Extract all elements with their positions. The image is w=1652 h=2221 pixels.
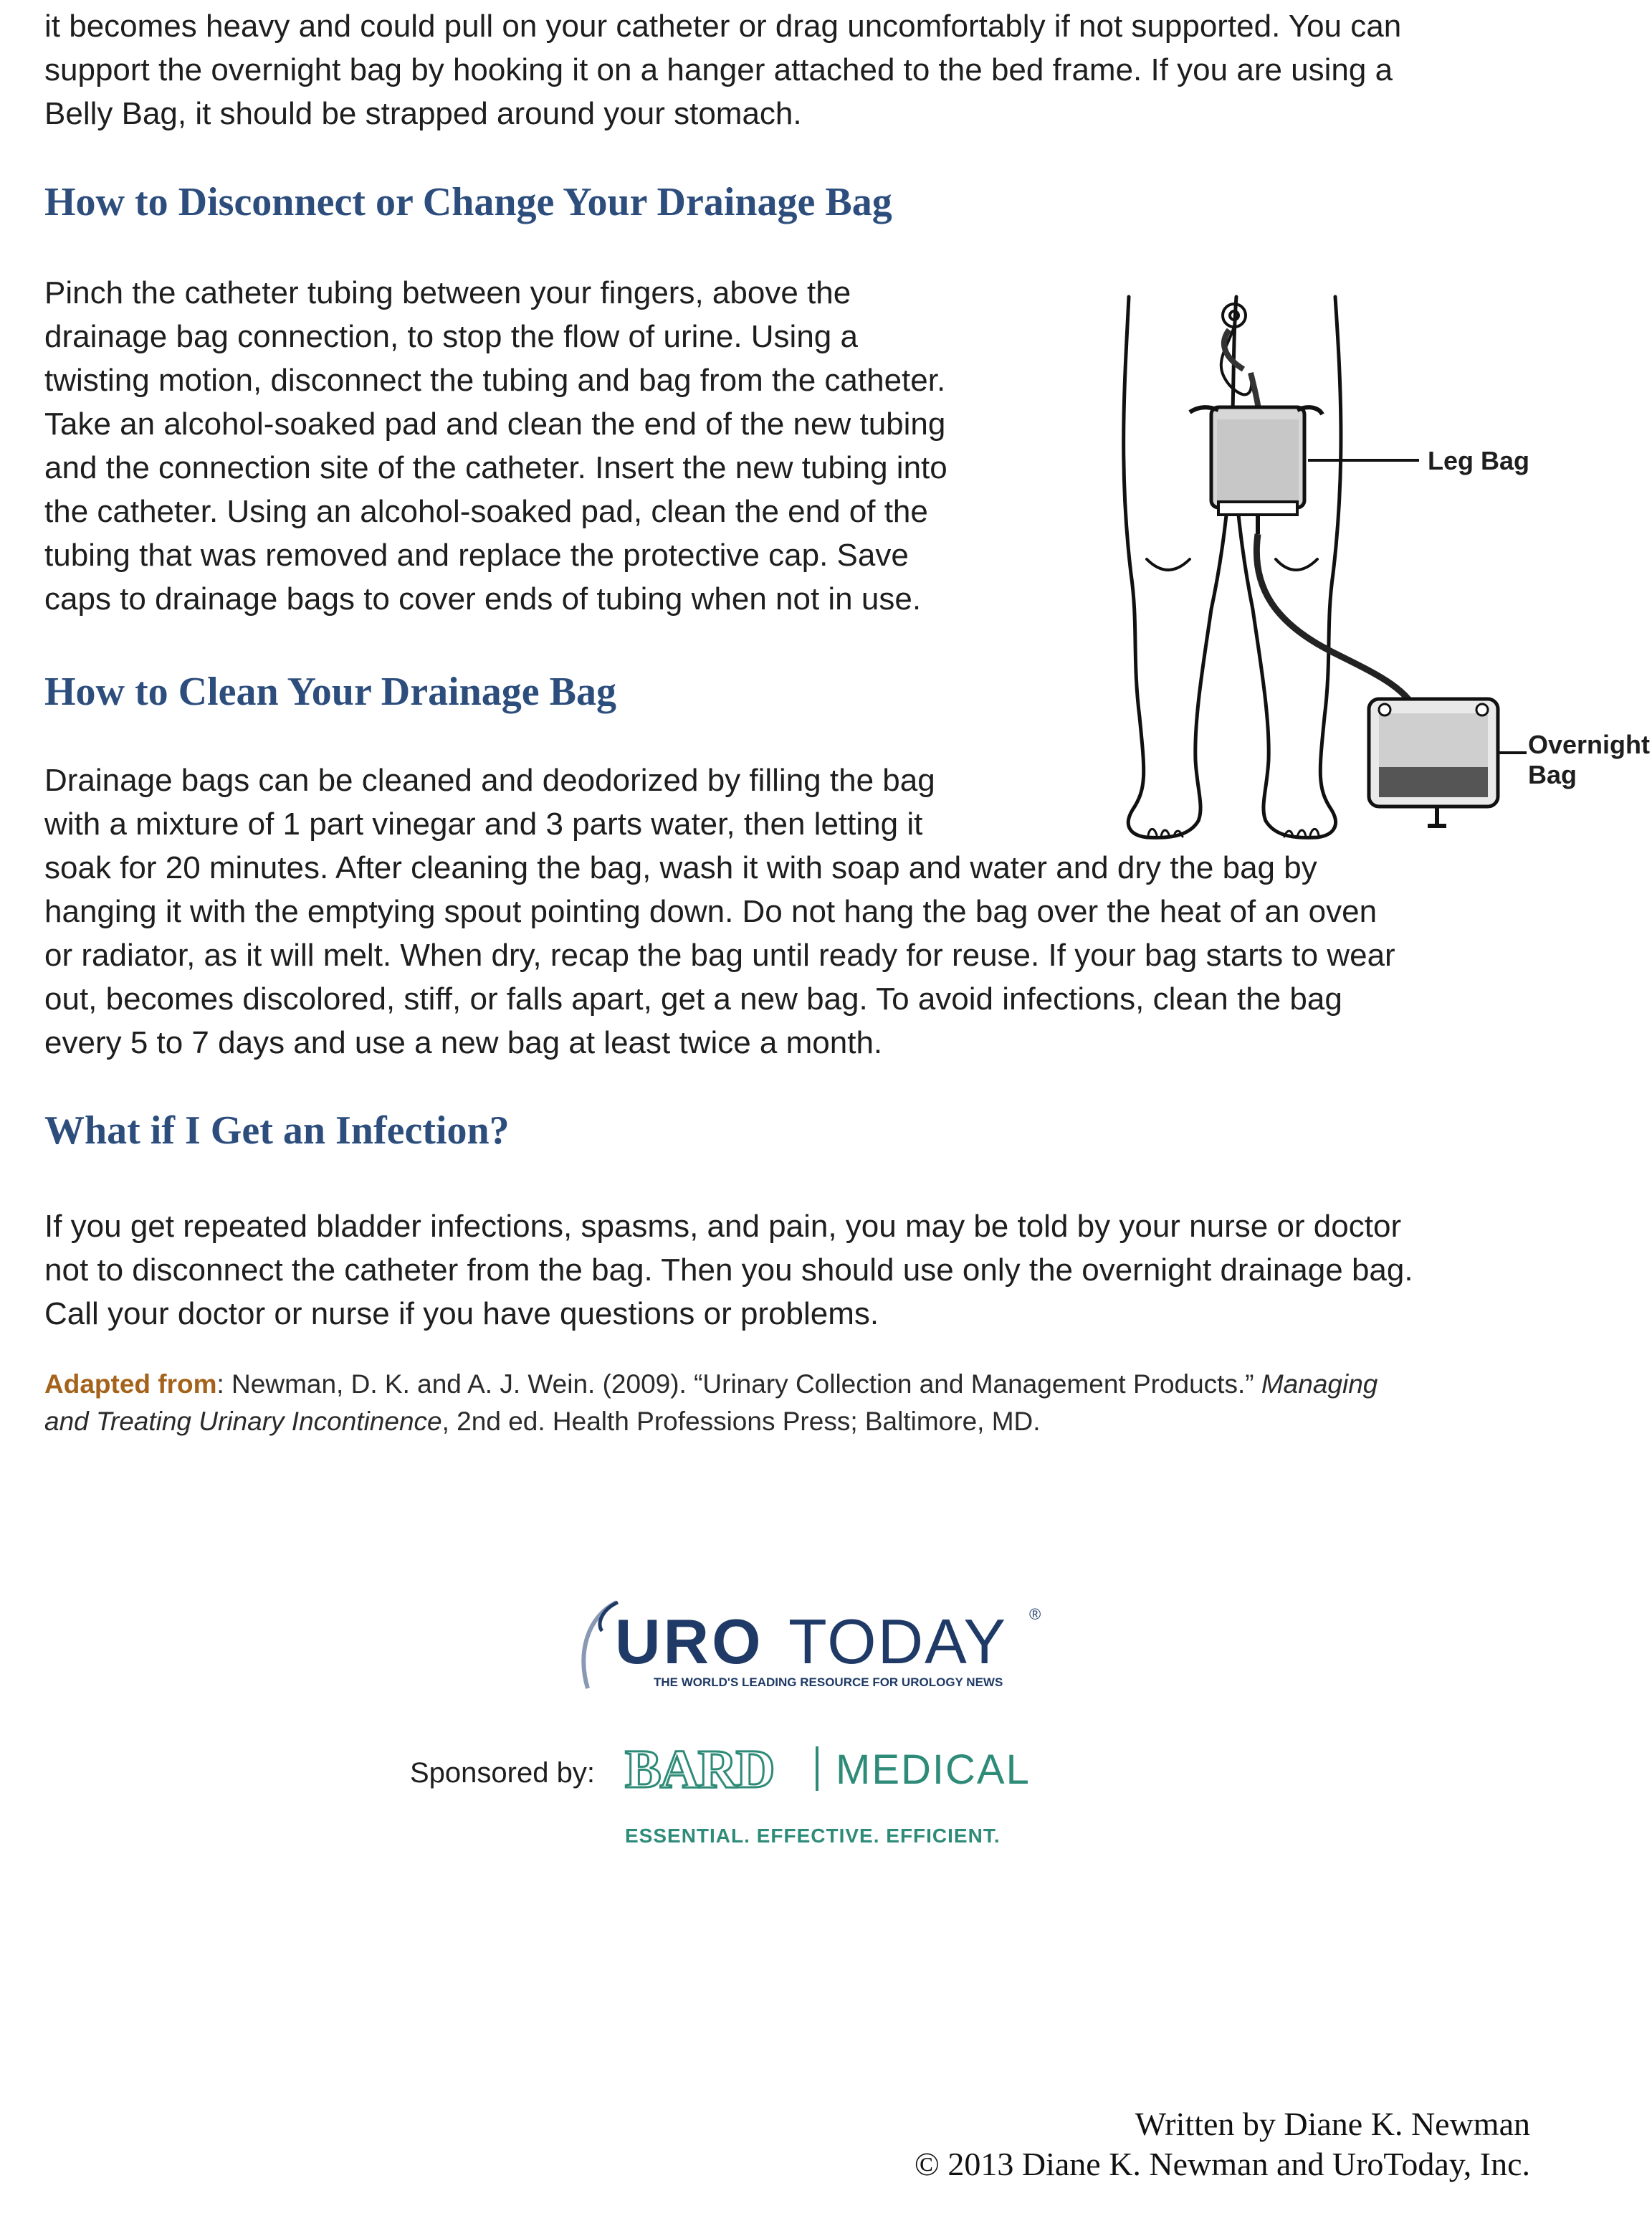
disconnect-line: drainage bag connection, to stop the flo… [44,319,858,354]
heading-clean: How to Clean Your Drainage Bag [44,670,616,714]
disconnect-paragraph: Pinch the catheter tubing between your f… [44,271,947,621]
disconnect-line: twisting motion, disconnect the tubing a… [44,363,946,398]
disconnect-line: tubing that was removed and replace the … [44,538,909,573]
infection-line: If you get repeated bladder infections, … [44,1209,1402,1244]
leg-bag-shape [1188,405,1324,534]
disconnect-line: Take an alcohol-soaked pad and clean the… [44,406,946,442]
bard-medical-logo: BARD MEDICAL ESSENTIAL. EFFECTIVE. EFFIC… [622,1735,1066,1857]
urotoday-uro-text: URO [615,1606,764,1677]
urotoday-swoosh-icon [581,1600,619,1689]
infection-line: not to disconnect the catheter from the … [44,1252,1413,1288]
clean-line: Drainage bags can be cleaned and deodori… [44,763,935,798]
overnight-bag-label-line2: Bag [1528,760,1577,789]
citation: Adapted from: Newman, D. K. and A. J. We… [44,1366,1578,1440]
bard-tagline: ESSENTIAL. EFFECTIVE. EFFICIENT. [625,1825,1001,1847]
intro-line: Belly Bag, it should be strapped around … [44,96,802,131]
clean-paragraph: Drainage bags can be cleaned and deodori… [44,758,1395,1065]
leg-bag-label: Leg Bag [1428,446,1530,475]
footer-copyright: © 2013 Diane K. Newman and UroToday, Inc… [914,2146,1530,2182]
disconnect-line: the catheter. Using an alcohol-soaked pa… [44,494,928,529]
citation-title: Managing [1261,1369,1378,1399]
bard-divider [816,1746,818,1791]
clean-line: hanging it with the emptying spout point… [44,894,1378,929]
citation-lead: Adapted from [44,1369,217,1399]
intro-paragraph: it becomes heavy and could pull on your … [44,4,1401,135]
sponsored-by-label: Sponsored by: [410,1757,595,1789]
heading-infection: What if I Get an Infection? [44,1108,510,1153]
urotoday-today-text: TODAY [788,1606,1008,1677]
overnight-bag-label-line1: Overnight [1528,730,1651,759]
disconnect-line: Pinch the catheter tubing between your f… [44,275,851,310]
drainage-bag-illustration: Leg Bag Overnight Bag [1104,287,1652,853]
legs-illustration-graphic [1122,295,1527,840]
citation-title-continued: and Treating Urinary Incontinence [44,1407,442,1436]
intro-line: support the overnight bag by hooking it … [44,52,1393,87]
bard-name-text: BARD [624,1739,775,1799]
heading-disconnect: How to Disconnect or Change Your Drainag… [44,180,892,224]
clean-line: every 5 to 7 days and use a new bag at l… [44,1025,883,1060]
clean-line: soak for 20 minutes. After cleaning the … [44,850,1317,885]
intro-line: it becomes heavy and could pull on your … [44,9,1402,44]
clean-line: with a mixture of 1 part vinegar and 3 p… [44,807,923,842]
infection-paragraph: If you get repeated bladder infections, … [44,1204,1413,1336]
urotoday-registered-mark: ® [1029,1605,1041,1623]
disconnect-line: caps to drainage bags to cover ends of t… [44,581,922,617]
bard-medical-text: MEDICAL [836,1746,1031,1793]
disconnect-line: and the connection site of the catheter.… [44,450,947,485]
citation-text: : Newman, D. K. and A. J. Wein. (2009). … [216,1369,1261,1399]
urotoday-logo: URO TODAY ® THE WORLD'S LEADING RESOURCE… [573,1588,1061,1703]
footer-author: Written by Diane K. Newman [1135,2106,1530,2142]
clean-line: out, becomes discolored, stiff, or falls… [44,981,1342,1017]
urotoday-tagline: THE WORLD'S LEADING RESOURCE FOR UROLOGY… [654,1675,1003,1689]
footer: Written by Diane K. Newman © 2013 Diane … [915,2104,1530,2184]
infection-line: Call your doctor or nurse if you have qu… [44,1296,879,1331]
citation-publisher: , 2nd ed. Health Professions Press; Balt… [441,1407,1041,1436]
clean-line: or radiator, as it will melt. When dry, … [44,938,1395,973]
